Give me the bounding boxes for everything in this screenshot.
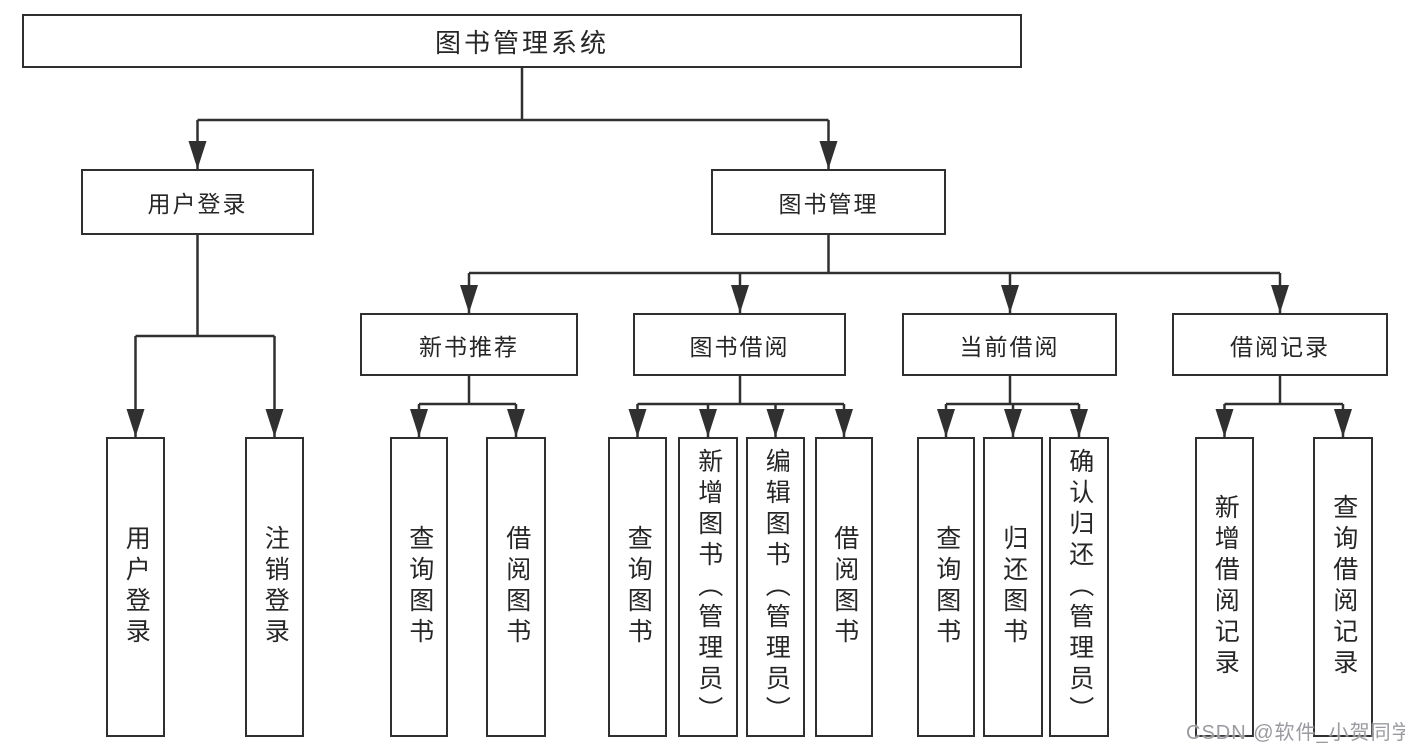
leaf-confirm-return-admin: 确认归还（管理员） xyxy=(1049,437,1109,737)
leaf-return-books: 归还图书 xyxy=(983,437,1043,737)
leaf-query-books-current: 查询图书 xyxy=(917,437,975,737)
leaf-add-borrow-record: 新增借阅记录 xyxy=(1195,437,1254,737)
watermark: CSDN @软件_小贺同学 xyxy=(1186,722,1405,744)
leaf-borrow-books-recommend: 借阅图书 xyxy=(486,437,546,737)
node-current-borrowing: 当前借阅 xyxy=(902,313,1117,376)
node-user-login: 用户登录 xyxy=(81,169,314,235)
node-borrow-records: 借阅记录 xyxy=(1172,313,1388,376)
node-book-management: 图书管理 xyxy=(711,169,946,235)
leaf-query-borrow-record: 查询借阅记录 xyxy=(1313,437,1373,737)
leaf-query-books-borrowing: 查询图书 xyxy=(608,437,667,737)
leaf-add-books-admin: 新增图书（管理员） xyxy=(678,437,738,737)
node-root: 图书管理系统 xyxy=(22,14,1022,68)
leaf-edit-books-admin: 编辑图书（管理员） xyxy=(746,437,805,737)
leaf-logout: 注销登录 xyxy=(245,437,304,737)
leaf-user-login: 用户登录 xyxy=(106,437,165,737)
leaf-query-books-recommend: 查询图书 xyxy=(390,437,448,737)
node-new-book-recommend: 新书推荐 xyxy=(360,313,578,376)
node-book-borrowing: 图书借阅 xyxy=(633,313,846,376)
leaf-borrow-books-borrowing: 借阅图书 xyxy=(815,437,873,737)
